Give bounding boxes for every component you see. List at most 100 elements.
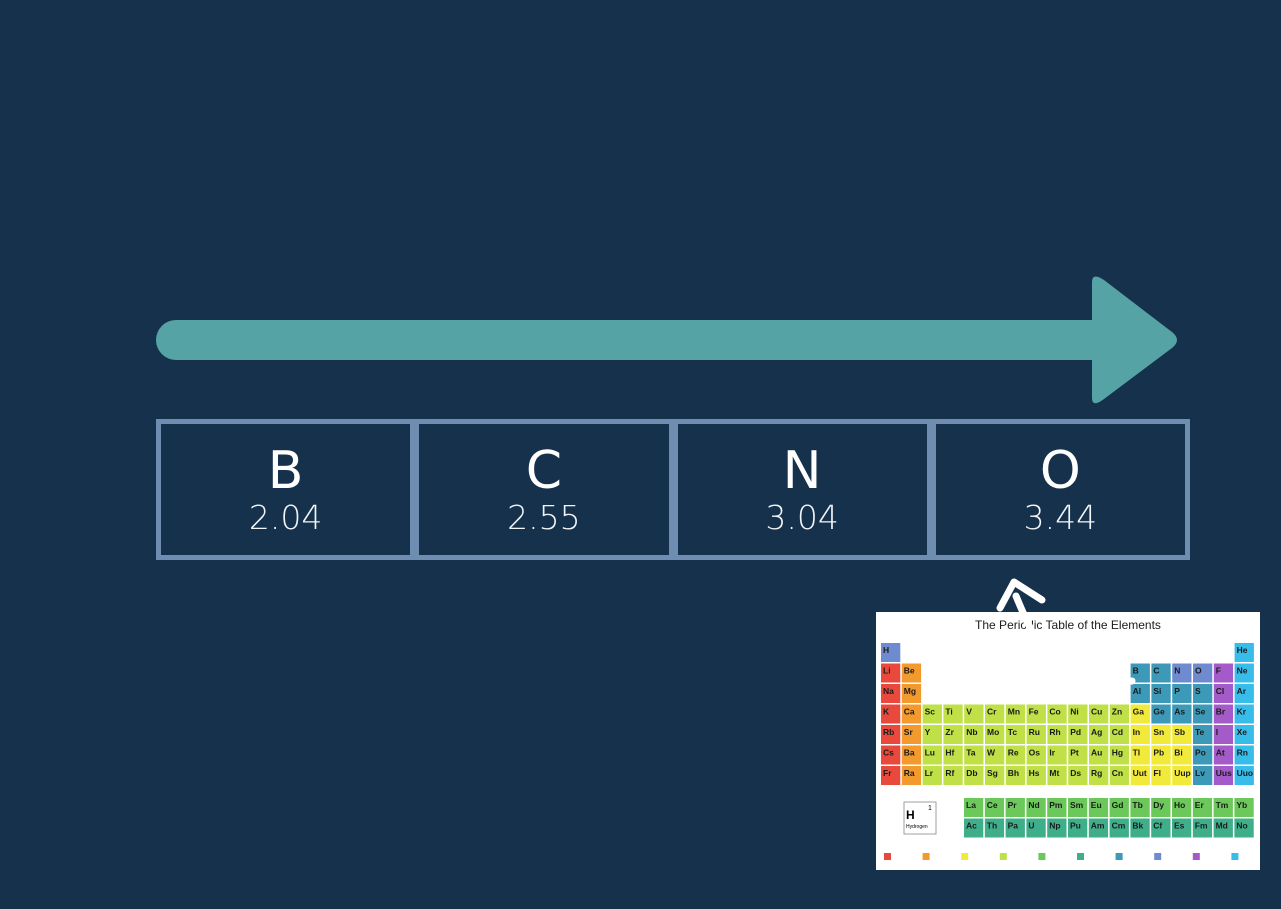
svg-text:As: As [1174,707,1185,717]
element-tile: W [985,745,1005,765]
svg-text:Cl: Cl [1216,686,1225,696]
svg-text:Mt: Mt [1049,768,1059,778]
legend-swatch [1038,853,1046,860]
element-tile: H [881,643,901,662]
element-tile: Br [1213,704,1234,724]
svg-text:Po: Po [1195,748,1206,758]
legend-swatch [1077,853,1084,860]
svg-text:Y: Y [925,727,931,737]
element-tile: He [1234,643,1254,662]
element-tile: Ca [901,704,922,724]
svg-text:In: In [1133,727,1141,737]
element-tile: Ne [1234,663,1254,683]
svg-text:At: At [1216,748,1225,758]
element-tile: Mo [985,725,1005,744]
element-tile: Lv [1193,766,1213,785]
element-tile: Gd [1109,798,1129,817]
svg-text:Sb: Sb [1174,727,1185,737]
svg-text:Cd: Cd [1112,727,1123,737]
element-tile: Hg [1109,745,1130,765]
svg-text:Mg: Mg [904,686,916,696]
svg-text:Os: Os [1029,748,1041,758]
element-tile: Ce [984,798,1005,817]
svg-text:Ho: Ho [1174,800,1185,810]
element-tile: Pd [1068,725,1088,744]
svg-text:Db: Db [966,768,977,778]
legend-swatch [1115,853,1123,860]
element-tile: Pr [1005,798,1025,817]
element-tile: Np [1047,818,1067,838]
element-tile: Re [1005,745,1026,765]
svg-text:Cf: Cf [1153,821,1162,831]
svg-text:Lv: Lv [1195,768,1205,778]
svg-text:Sm: Sm [1070,800,1084,810]
element-tile: Fm [1192,818,1213,838]
element-tile: Cu [1089,704,1109,724]
svg-text:Ds: Ds [1070,768,1081,778]
electronegativity-value: 3.04 [765,497,839,537]
element-tile: Pu [1068,818,1088,838]
element-tile: La [964,798,984,817]
element-tile: Mn [1005,704,1026,724]
svg-text:Cu: Cu [1091,707,1102,717]
element-tile: P [1172,684,1192,703]
element-tile: Lu [922,745,942,765]
element-tile: I [1213,725,1234,744]
element-cell-b: B 2.04 [161,424,411,555]
svg-text:Hydrogen: Hydrogen [906,824,928,830]
electronegativity-value: 2.04 [248,497,323,537]
element-tile: Pb [1151,745,1171,765]
svg-text:U: U [1028,821,1034,831]
element-tile: Y [922,725,942,744]
svg-text:Be: Be [904,666,915,676]
svg-text:Pa: Pa [1008,821,1019,831]
svg-text:Hg: Hg [1112,748,1123,758]
legend-swatch [961,853,969,860]
element-tile: Bh [1005,766,1026,785]
element-tile: Ni [1068,704,1088,724]
svg-text:Tc: Tc [1008,727,1018,737]
element-tile: Ac [964,818,984,838]
svg-text:Li: Li [883,666,891,676]
svg-text:Na: Na [883,686,894,696]
element-tile: Kr [1234,704,1254,724]
svg-text:Al: Al [1133,686,1142,696]
element-cell-o: O 3.44 [935,424,1185,555]
svg-text:Ar: Ar [1237,686,1247,696]
svg-text:I: I [1216,727,1218,737]
element-symbol: C [525,440,563,501]
periodic-table-title: The Periodic Table of the Elements [975,618,1161,632]
svg-text:Yb: Yb [1236,800,1247,810]
legend-swatch [884,853,891,860]
svg-text:Tb: Tb [1132,800,1142,810]
svg-text:Tm: Tm [1216,800,1229,810]
element-cell-c: C 2.55 [419,424,669,555]
element-tile: Cs [881,745,901,765]
svg-text:Rb: Rb [883,727,894,737]
svg-text:Se: Se [1195,707,1206,717]
arrow-head [1092,276,1177,404]
element-tile: Zn [1109,704,1130,724]
element-tile: Sm [1068,798,1088,817]
svg-text:P: P [1174,686,1180,696]
svg-text:Ag: Ag [1091,727,1102,737]
element-tile: Ag [1089,725,1109,744]
element-tile: Cm [1109,818,1129,838]
svg-text:He: He [1237,645,1248,655]
svg-text:Lr: Lr [925,768,934,778]
svg-text:Nb: Nb [966,727,977,737]
svg-text:Sg: Sg [987,768,998,778]
svg-text:Pu: Pu [1070,821,1081,831]
element-tile: Tc [1005,725,1026,744]
element-tile: Hf [943,745,963,765]
element-tile: Ra [901,766,922,785]
element-symbol: O [1039,440,1081,501]
element-tile: Sg [985,766,1005,785]
svg-text:Tl: Tl [1133,748,1141,758]
element-tile: Sr [901,725,922,744]
svg-text:Co: Co [1049,707,1060,717]
svg-text:Rn: Rn [1237,748,1248,758]
element-tile: Ar [1234,684,1254,703]
